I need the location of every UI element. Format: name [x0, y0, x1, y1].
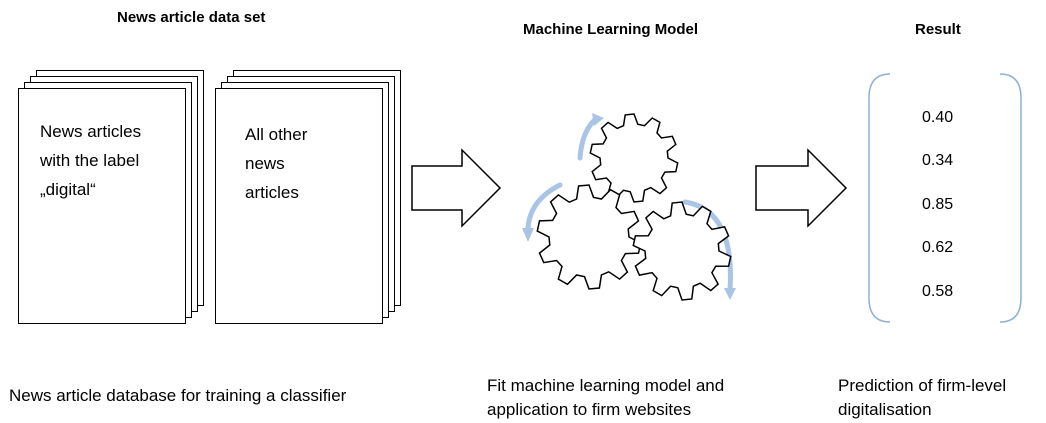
- label-line: News articles: [40, 122, 142, 141]
- model-caption: Fit machine learning model and applicati…: [487, 374, 724, 422]
- bracket-icon: [868, 73, 891, 323]
- result-value: 0.58: [922, 283, 954, 300]
- label-line: news: [245, 154, 285, 173]
- dataset-header: News article data set: [117, 9, 266, 26]
- result-value: 0.34: [922, 152, 954, 169]
- bracket-icon: [999, 73, 1022, 323]
- result-caption: Prediction of firm-level digitalisation: [838, 374, 1006, 422]
- result-value: 0.40: [922, 109, 954, 126]
- label-line: with the label: [40, 151, 140, 170]
- gear-icon: [536, 184, 642, 290]
- caption-line: digitalisation: [838, 400, 932, 419]
- doc-sheet-front: [215, 88, 383, 324]
- right-arrow-icon: [755, 148, 848, 228]
- dataset-caption: News article database for training a cla…: [9, 386, 347, 405]
- gear-icon: [589, 113, 679, 203]
- digital-docs-label: News articles with the label „digital“: [40, 117, 141, 204]
- result-value: 0.85: [922, 196, 954, 213]
- rotation-arrow-icon: [522, 113, 736, 300]
- label-line: „digital“: [40, 180, 96, 199]
- gear-icon: [632, 201, 732, 301]
- label-line: articles: [245, 183, 299, 202]
- caption-line: Fit machine learning model and: [487, 376, 725, 395]
- caption-line: application to firm websites: [487, 400, 692, 419]
- right-arrow-icon: [411, 148, 502, 228]
- doc-sheet-front: [18, 88, 186, 324]
- label-line: All other: [245, 125, 308, 144]
- model-header: Machine Learning Model: [523, 21, 699, 38]
- caption-line: Prediction of firm-level: [838, 376, 1007, 395]
- other-docs-label: All other news articles: [245, 120, 307, 207]
- result-header: Result: [915, 21, 961, 38]
- result-value: 0.62: [922, 239, 954, 256]
